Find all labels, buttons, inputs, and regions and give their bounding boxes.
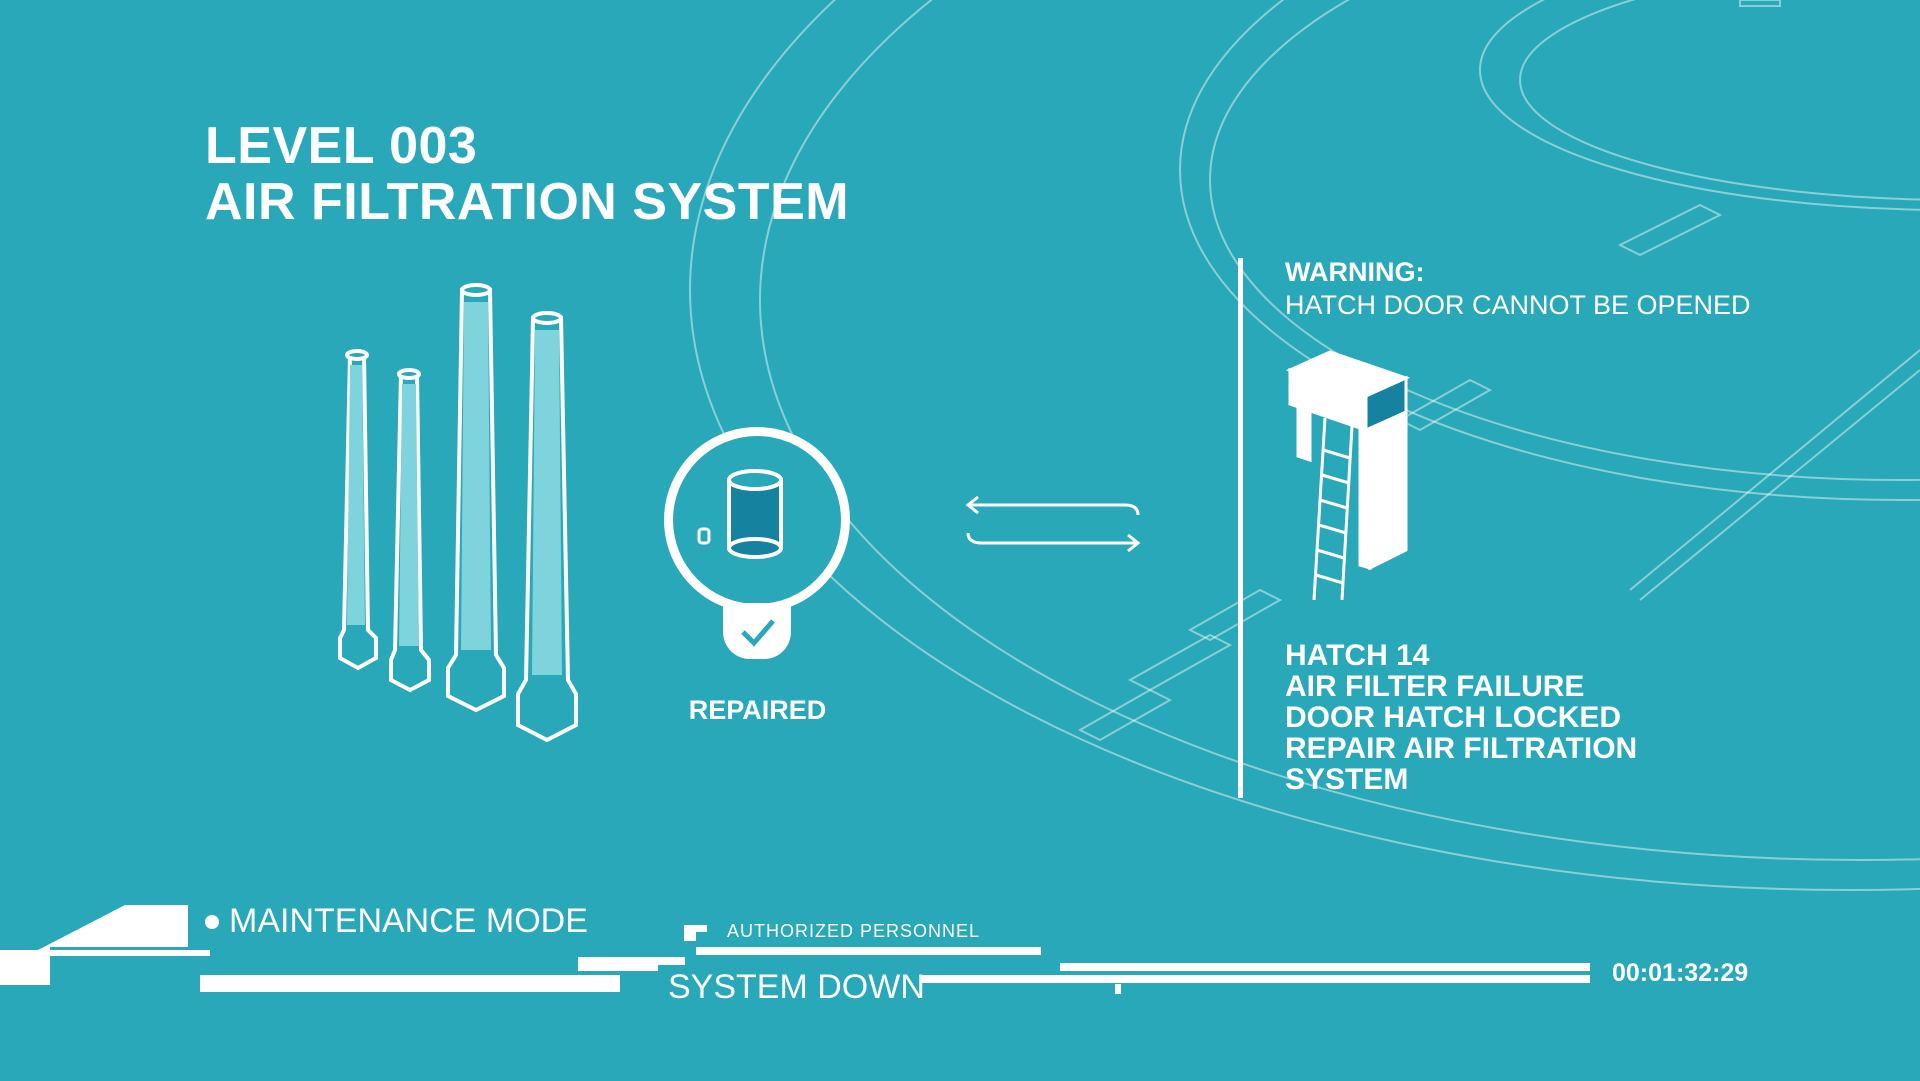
filter-tube-icon — [446, 283, 506, 713]
hatch-line: HATCH 14 — [1285, 639, 1430, 672]
hatch-info-block: HATCH 14 AIR FILTER FAILURE DOOR HATCH L… — [1285, 640, 1637, 795]
warning-message: HATCH DOOR CANNOT BE OPENED — [1285, 290, 1751, 320]
warning-heading: WARNING: — [1285, 257, 1425, 287]
maintenance-mode-indicator: MAINTENANCE MODE — [205, 902, 588, 941]
oxygen-level-label: LOW LEVEL OF OXEGEN — [418, 972, 615, 989]
status-bar-graphic — [0, 905, 1590, 994]
level-label: LEVEL 003 — [205, 117, 478, 175]
check-icon — [741, 619, 775, 647]
hatch-line: SYSTEM — [1285, 763, 1409, 796]
repaired-status-label: REPAIRED — [688, 695, 827, 725]
repaired-filter-badge — [664, 427, 850, 659]
warning-block: WARNING: HATCH DOOR CANNOT BE OPENED — [1285, 256, 1751, 322]
system-down-label: SYSTEM DOWN — [668, 968, 925, 1006]
system-label: AIR FILTRATION SYSTEM — [205, 173, 850, 231]
status-dot-icon — [205, 914, 219, 929]
hatch-ladder-icon — [1285, 350, 1411, 601]
filter-tube-icon — [516, 311, 578, 743]
filter-cartridge-icon — [697, 469, 783, 559]
panel-divider — [1238, 258, 1243, 798]
hatch-line: REPAIR AIR FILTRATION — [1285, 732, 1638, 765]
timer-readout: 00:01:32:29 — [1612, 959, 1749, 987]
authorized-personnel-label: AUTHORIZED PERSONNEL — [727, 921, 981, 941]
hatch-line: DOOR HATCH LOCKED — [1285, 701, 1622, 734]
hatch-line: AIR FILTER FAILURE — [1285, 670, 1585, 703]
maintenance-mode-label: MAINTENANCE MODE — [229, 902, 588, 940]
exchange-arrows-icon — [965, 495, 1141, 553]
filter-tube-icon — [338, 349, 378, 671]
air-filter-tubes-illustration — [338, 283, 578, 743]
page-title: LEVEL 003 AIR FILTRATION SYSTEM — [205, 118, 849, 230]
filter-tube-icon — [389, 368, 431, 693]
